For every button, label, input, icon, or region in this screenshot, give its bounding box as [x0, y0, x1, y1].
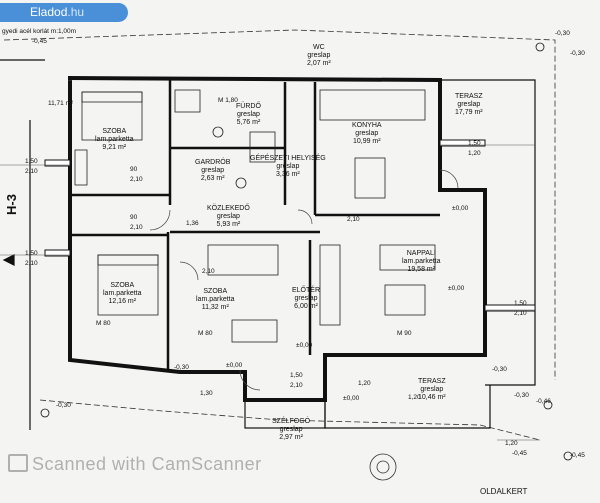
plot-boundary	[3, 29, 556, 441]
dim-label: 2,10	[130, 224, 143, 231]
dim-label: 1,20	[408, 394, 421, 401]
side-garden-label: OLDALKERT	[480, 487, 528, 496]
badge-brand: Eladod	[30, 5, 68, 19]
dim-label: 1,30	[200, 390, 213, 397]
watermark-text: Scanned with CamScanner	[32, 454, 262, 474]
furniture	[74, 89, 436, 343]
site-badge[interactable]: Eladod.hu	[0, 3, 128, 22]
dim-label: 1,20	[468, 150, 481, 157]
dim-label: 90	[130, 214, 138, 221]
dim-label: 1,50	[514, 300, 527, 307]
dim-label: ±0,00	[343, 395, 360, 402]
dim-label: 1,20	[505, 440, 518, 447]
dim-label: 2,10	[290, 382, 303, 389]
scale-note: gyedi acél korlát m:1,00m	[2, 28, 77, 35]
dim-label: 11,71 m²	[48, 100, 74, 107]
dim-label: -0,45	[512, 450, 527, 457]
dim-label: -0,30	[555, 30, 570, 37]
dim-label: M 1,80	[218, 97, 238, 104]
dim-label: ±0,00	[452, 205, 469, 212]
dim-label: 1,50	[25, 250, 38, 257]
badge-tld: .hu	[67, 5, 85, 19]
dim-label: M 80	[198, 330, 213, 337]
dim-label: -0,30	[174, 364, 189, 371]
bush-icon	[369, 453, 397, 481]
section-h3	[0, 59, 45, 430]
dim-label: M 80	[96, 320, 111, 327]
dim-label: 1,50	[290, 372, 303, 379]
dim-label: 1,36	[186, 220, 199, 227]
windows	[44, 139, 536, 312]
dim-label: 1,50	[468, 140, 481, 147]
terrace-outline	[244, 79, 536, 429]
dim-label: 1,50	[25, 158, 38, 165]
dim-label: -0,30	[492, 366, 507, 373]
dim-label: -0,30	[56, 402, 71, 409]
inner-walls	[70, 80, 440, 370]
dim-label: 1,20	[358, 380, 371, 387]
dim-label: 2,10	[514, 310, 527, 317]
dim-label: -0,46	[536, 398, 551, 405]
level-markers	[40, 42, 573, 461]
dim-label: 2,10	[25, 260, 38, 267]
dim-label: 2,10	[25, 168, 38, 175]
dim-label: 2,10	[202, 268, 215, 275]
dim-label: ±0,00	[296, 342, 313, 349]
scanner-icon	[8, 454, 28, 472]
dim-label: -0,30	[514, 392, 529, 399]
door-swings	[149, 169, 459, 391]
scanner-watermark: Scanned with CamScanner	[8, 454, 262, 475]
dim-label: ±0,00	[226, 362, 243, 369]
dim-label: -0,30	[570, 50, 585, 57]
dimension-lines	[0, 144, 540, 441]
dim-label: ±0,00	[448, 285, 465, 292]
dim-label: -0,45	[32, 38, 47, 45]
dim-label: -0,45	[570, 452, 585, 459]
dim-label: 2,10	[347, 216, 360, 223]
section-marker: H-3	[4, 194, 19, 215]
dim-label: M 90	[397, 330, 412, 337]
dim-label: 90	[130, 166, 138, 173]
dim-label: 2,10	[130, 176, 143, 183]
